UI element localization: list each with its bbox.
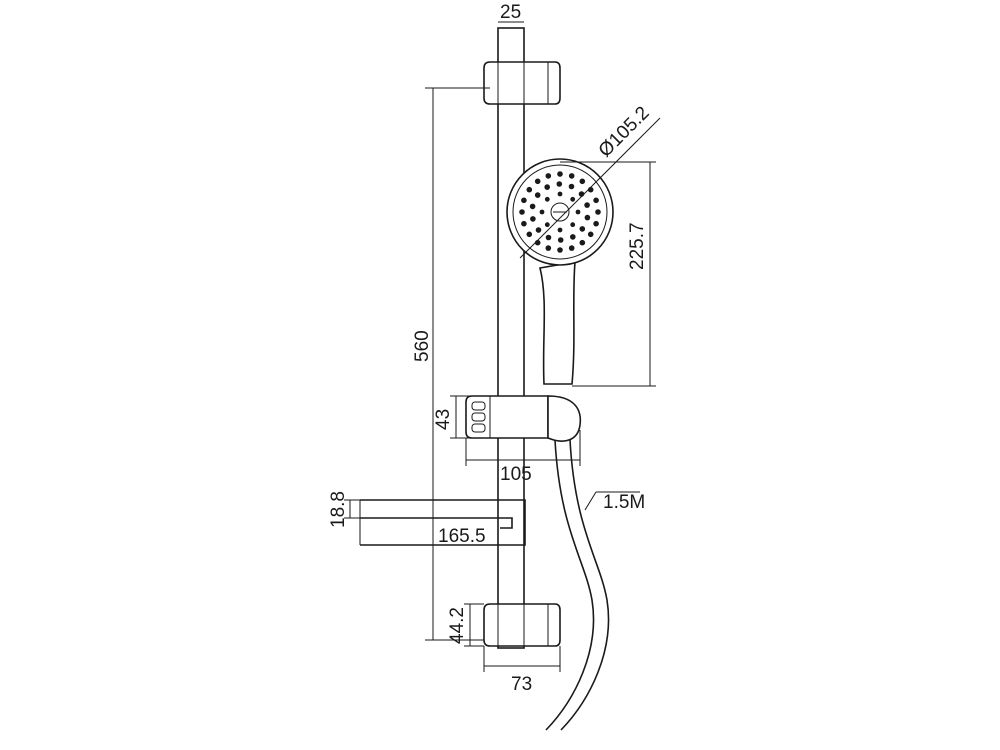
nozzle xyxy=(526,186,533,193)
label-soap-dish-depth: 165.5 xyxy=(438,526,486,547)
nozzle xyxy=(544,222,550,228)
nozzle xyxy=(529,203,536,210)
spray-nozzles xyxy=(519,171,601,253)
label-head-height: 225.7 xyxy=(627,222,648,270)
nozzle xyxy=(579,226,586,232)
nozzle xyxy=(545,245,552,251)
nozzle xyxy=(579,239,586,246)
label-hose-length: 1.5M xyxy=(603,492,645,513)
nozzle xyxy=(545,234,552,241)
nozzle xyxy=(557,247,563,253)
nozzle xyxy=(595,209,601,215)
label-head-diameter: Ø105.2 xyxy=(595,103,654,162)
handset-holder xyxy=(465,395,582,442)
nozzle xyxy=(556,181,563,187)
nozzle xyxy=(519,209,525,215)
nozzle xyxy=(579,178,586,185)
nozzle xyxy=(570,222,576,228)
nozzle xyxy=(557,227,563,233)
nozzle xyxy=(584,202,590,208)
nozzle xyxy=(570,196,576,202)
nozzle xyxy=(593,197,599,204)
nozzle xyxy=(534,178,541,185)
nozzle xyxy=(530,216,536,222)
dimension-lines xyxy=(344,21,661,672)
label-bar-width: 25 xyxy=(500,2,521,23)
nozzle xyxy=(544,196,550,202)
nozzle xyxy=(521,197,527,204)
nozzle xyxy=(535,227,542,233)
nozzle xyxy=(593,220,599,227)
nozzle xyxy=(545,173,552,179)
nozzle xyxy=(544,184,550,190)
nozzle xyxy=(539,209,545,215)
nozzle xyxy=(587,231,594,238)
nozzle xyxy=(521,220,527,227)
nozzle xyxy=(557,171,563,177)
label-holder-depth: 105 xyxy=(500,464,532,485)
nozzle xyxy=(534,192,541,198)
slide-rail xyxy=(497,27,525,649)
label-holder-height: 43 xyxy=(433,409,454,430)
nozzle xyxy=(568,245,575,251)
bottom-wall-bracket xyxy=(483,603,561,647)
shower-hose xyxy=(545,439,610,731)
label-bracket-height: 44.2 xyxy=(447,607,468,644)
nozzle xyxy=(584,214,591,221)
nozzle xyxy=(557,237,564,243)
hand-shower xyxy=(506,158,614,385)
label-soap-dish-height: 18.8 xyxy=(328,491,349,528)
nozzle xyxy=(526,231,533,238)
label-bar-length: 560 xyxy=(412,330,433,362)
nozzle xyxy=(568,173,575,179)
nozzle xyxy=(568,183,575,190)
nozzle xyxy=(557,191,563,197)
label-bracket-depth: 73 xyxy=(511,674,532,695)
nozzle xyxy=(570,234,576,240)
nozzle xyxy=(575,209,581,215)
top-wall-bracket xyxy=(483,61,561,105)
